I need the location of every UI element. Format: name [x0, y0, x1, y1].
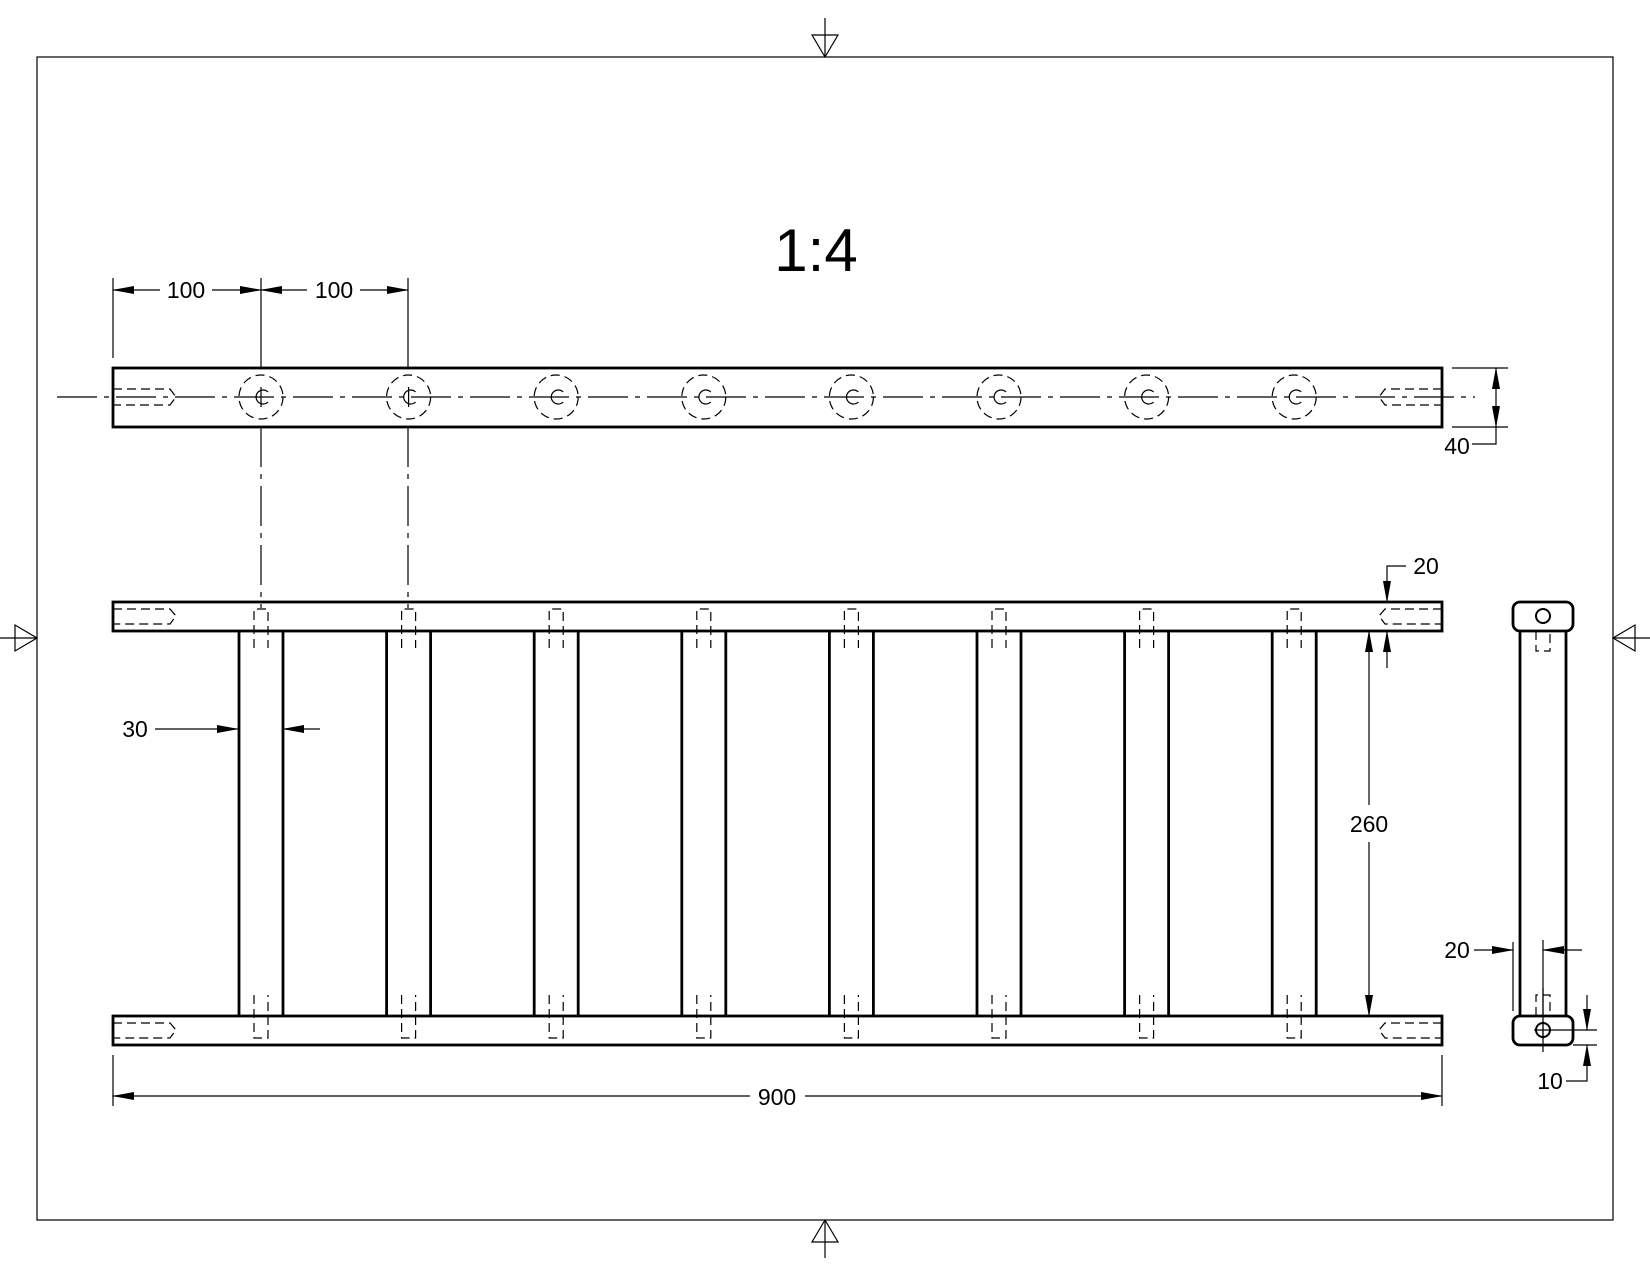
front-view-top-left-hole	[113, 608, 177, 625]
top-view-counterbore	[976, 374, 1022, 420]
top-view-counterbore	[1271, 374, 1317, 420]
dim-top-pitch-1: 100	[167, 277, 205, 303]
top-view-counterbore	[533, 374, 579, 420]
top-view-counterbore	[1123, 374, 1170, 420]
front-view-rung-tenon-bottom	[1139, 995, 1155, 1039]
top-view-counterbore	[828, 374, 875, 420]
top-view-counterbore	[681, 374, 727, 420]
front-view: 20 30 260 900	[111, 553, 1444, 1110]
side-view-top-hole	[1535, 608, 1551, 624]
top-view-hole	[993, 389, 1007, 405]
top-view-holes	[238, 374, 1317, 420]
front-view-rung-tenon-top	[548, 608, 564, 648]
dim-top-pitch-2: 100	[315, 277, 353, 303]
front-view-rung-tenon-top	[991, 608, 1007, 648]
top-view-hole	[698, 389, 712, 405]
front-view-rung-tenon-top	[1286, 608, 1302, 648]
front-view-rung-tenon-top	[253, 608, 269, 648]
dim-side-width: 20	[1444, 937, 1470, 963]
side-view-top-rail	[1511, 600, 1575, 633]
front-view-rung-tenon-bottom	[253, 995, 269, 1039]
front-view-rung-tenon-bottom	[991, 995, 1007, 1039]
front-view-rung-tenon-bottom	[548, 995, 564, 1039]
top-view-hole	[550, 389, 564, 405]
dim-overall-length: 900	[758, 1084, 796, 1110]
top-view-hole	[403, 389, 417, 405]
front-view-rung-tenon-bottom	[401, 995, 417, 1039]
dim-top-height: 40	[1444, 433, 1470, 459]
dim-inner-span: 260	[1350, 811, 1388, 837]
side-view: 20 10	[1444, 600, 1597, 1094]
front-view-rung-tenon-top	[1139, 608, 1155, 648]
front-view-rung-tenon-top	[843, 608, 859, 648]
top-view-counterbore	[238, 374, 284, 420]
front-view-bottom-rail	[111, 1014, 1444, 1047]
dim-rail-thickness: 20	[1413, 553, 1439, 579]
front-view-top-right-hole	[1378, 608, 1442, 625]
centering-marks	[0, 18, 1650, 1258]
projection-lines	[260, 427, 409, 608]
top-view-hole	[845, 389, 859, 405]
top-view-counterbore	[386, 374, 432, 420]
front-view-rung-tenon-bottom	[1286, 995, 1302, 1039]
top-view-hole	[1288, 389, 1302, 405]
front-view-rung-tenon-bottom	[843, 995, 859, 1039]
front-view-rung-tenon-top	[401, 608, 417, 648]
top-view-hole	[255, 389, 269, 405]
front-view-bottom-right-hole	[1378, 1022, 1442, 1039]
dim-side-hole-offset: 10	[1537, 1068, 1563, 1094]
dim-rung-width: 30	[122, 716, 148, 742]
top-view-hole	[1141, 389, 1155, 405]
front-view-rung-tenon-top	[696, 608, 712, 648]
top-view: 100 100 40	[57, 277, 1508, 459]
scale-label: 1:4	[774, 217, 857, 284]
front-view-rung-tenon-bottom	[696, 995, 712, 1039]
front-view-rungs	[237, 608, 1318, 1039]
front-view-top-rail	[111, 600, 1444, 633]
front-view-bottom-left-hole	[113, 1022, 177, 1039]
